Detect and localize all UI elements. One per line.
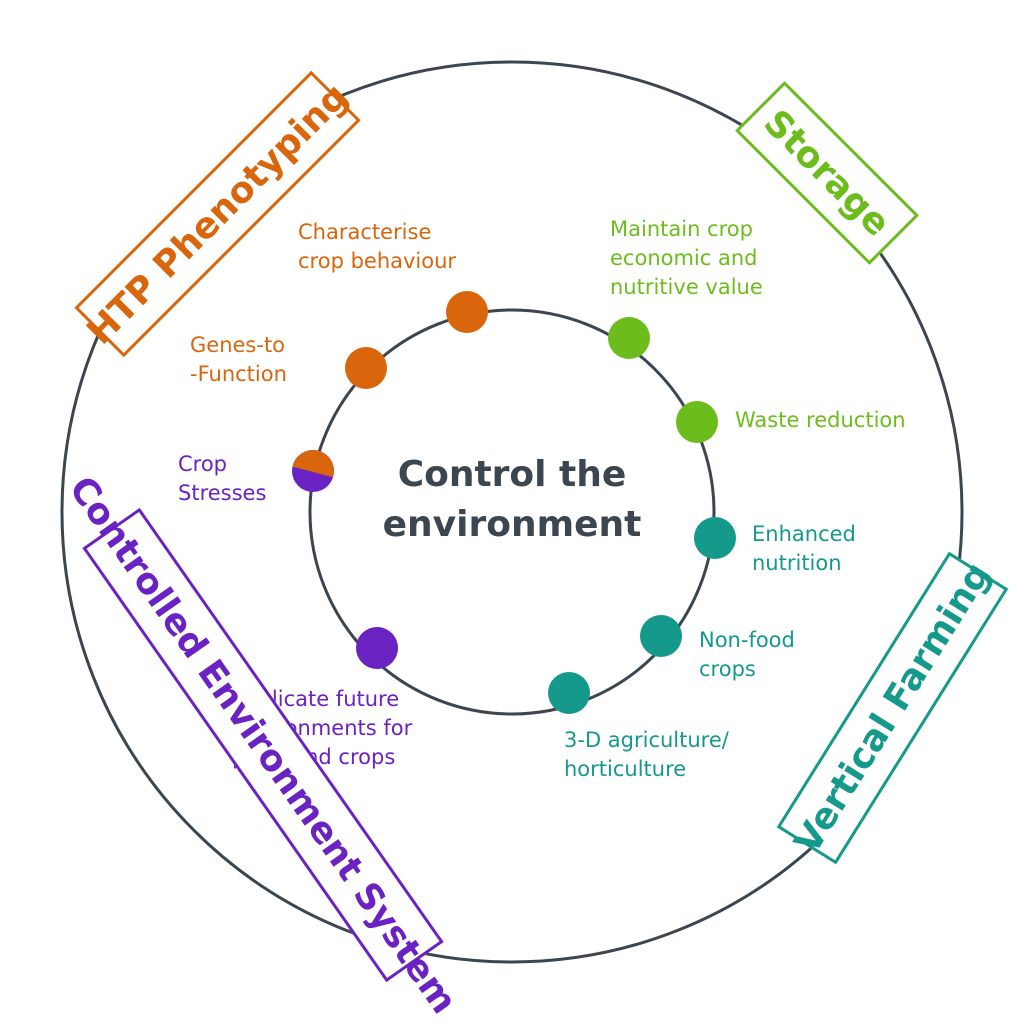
- node-replicate-future-environments: [356, 627, 398, 669]
- label-genes-to-function: Genes-to -Function: [190, 333, 287, 386]
- label-non-food-crops: Non-food crops: [699, 628, 795, 681]
- outer-ring: [60, 60, 964, 964]
- node-characterise-crop-behaviour: [446, 291, 488, 333]
- label-waste-reduction: Waste reduction: [735, 408, 906, 432]
- node-3d-agriculture: [548, 672, 590, 714]
- label-characterise-crop-behaviour: Characterise crop behaviour: [298, 220, 457, 273]
- label-crop-stresses: Crop Stresses: [178, 452, 267, 505]
- node-genes-to-function: [345, 347, 387, 389]
- node-enhanced-nutrition: [694, 517, 736, 559]
- node-maintain-crop-value: [608, 317, 650, 359]
- label-enhanced-nutrition: Enhanced nutrition: [752, 522, 856, 575]
- node-crop-stresses: [292, 450, 334, 492]
- center-title: Control the environment: [382, 454, 642, 545]
- node-waste-reduction: [676, 401, 718, 443]
- label-maintain-crop-value: Maintain crop economic and nutritive val…: [610, 217, 763, 299]
- inner-ring: [308, 308, 716, 716]
- label-3d-agriculture: 3-D agriculture/ horticulture: [564, 728, 729, 781]
- node-non-food-crops: [640, 615, 682, 657]
